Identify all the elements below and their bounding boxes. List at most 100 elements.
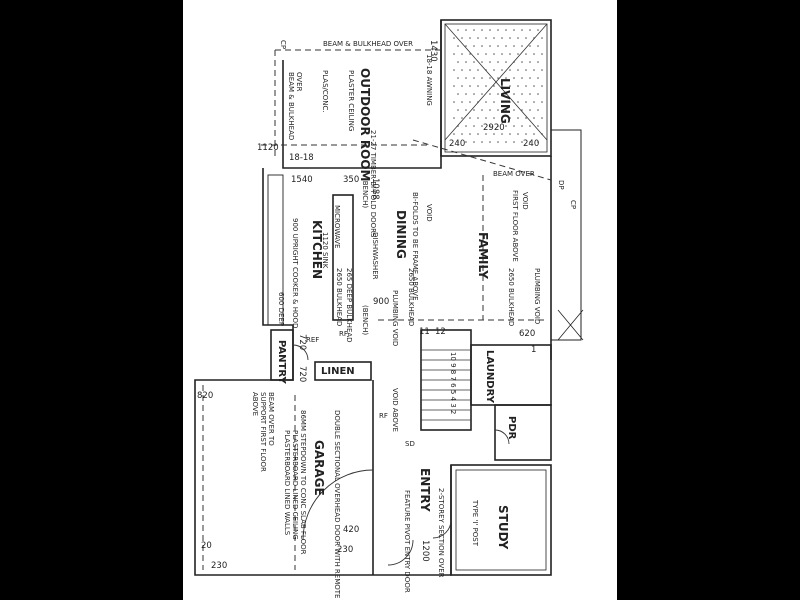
svg-text:VOID: VOID xyxy=(521,192,529,210)
hatch-dot xyxy=(541,37,543,39)
side-strip xyxy=(550,129,582,341)
svg-text:720: 720 xyxy=(297,334,307,350)
hatch-dot xyxy=(485,133,487,135)
svg-text:(BENCH): (BENCH) xyxy=(361,305,369,335)
hatch-dot xyxy=(489,125,491,127)
hatch-dot xyxy=(489,29,491,31)
outdoor-room-label: OUTDOOR ROOM xyxy=(358,68,372,182)
laundry-outline xyxy=(470,344,552,406)
hatch-dot xyxy=(537,109,539,111)
svg-text:12: 12 xyxy=(435,327,446,337)
svg-text:DISHWASHER: DISHWASHER xyxy=(371,232,379,280)
hatch-dot xyxy=(533,85,535,87)
hatch-dot xyxy=(497,125,499,127)
hatch-dot xyxy=(513,109,515,111)
hatch-dot xyxy=(501,101,503,103)
hatch-dot xyxy=(529,93,531,95)
hatch-dot xyxy=(529,141,531,143)
hatch-dot xyxy=(497,29,499,31)
hatch-dot xyxy=(533,133,535,135)
hatch-dot xyxy=(485,37,487,39)
hatch-dot xyxy=(497,77,499,79)
svg-text:BEAM OVER: BEAM OVER xyxy=(493,170,535,178)
svg-text:21-27 TIMBER BI-FOLD DOORS: 21-27 TIMBER BI-FOLD DOORS xyxy=(369,130,377,238)
hatch-dot xyxy=(485,101,487,103)
hatch-dot xyxy=(461,85,463,87)
hatch-dot xyxy=(517,133,519,135)
dining-label: DINING xyxy=(394,210,408,259)
hatch-dot xyxy=(525,85,527,87)
hatch-dot xyxy=(485,117,487,119)
hatch-dot xyxy=(513,29,515,31)
hatch-dot xyxy=(497,93,499,95)
hatch-dot xyxy=(513,141,515,143)
svg-text:RF: RF xyxy=(339,330,348,338)
hatch-dot xyxy=(489,61,491,63)
hatch-dot xyxy=(457,77,459,79)
hatch-dot xyxy=(509,85,511,87)
hatch-dot xyxy=(469,69,471,71)
pdr-outline xyxy=(494,404,552,461)
hatch-dot xyxy=(541,53,543,55)
svg-text:230: 230 xyxy=(337,545,353,555)
hatch-dot xyxy=(473,93,475,95)
svg-text:DP: DP xyxy=(557,180,565,190)
hatch-dot xyxy=(493,85,495,87)
hatch-dot xyxy=(465,93,467,95)
hatch-dot xyxy=(525,101,527,103)
hatch-dot xyxy=(497,61,499,63)
svg-text:18-18 AWNING: 18-18 AWNING xyxy=(425,54,433,106)
hatch-dot xyxy=(529,45,531,47)
hatch-dot xyxy=(521,125,523,127)
svg-text:SUPPORT FIRST FLOOR: SUPPORT FIRST FLOOR xyxy=(259,392,267,472)
svg-text:11: 11 xyxy=(419,327,430,337)
island-bench xyxy=(332,194,354,321)
svg-text:REF: REF xyxy=(306,336,319,344)
hatch-dot xyxy=(457,93,459,95)
study-inner xyxy=(455,469,547,571)
hatch-dot xyxy=(497,45,499,47)
svg-text:2650 BULKHEAD: 2650 BULKHEAD xyxy=(507,268,515,326)
hatch-dot xyxy=(517,69,519,71)
svg-text:600 DEEP: 600 DEEP xyxy=(277,292,285,326)
living-void-cross xyxy=(444,23,548,141)
svg-text:VOID: VOID xyxy=(425,204,433,222)
svg-text:MICROWAVE: MICROWAVE xyxy=(333,205,341,248)
hatch-dot xyxy=(537,77,539,79)
hatch-dot xyxy=(509,37,511,39)
hatch-dot xyxy=(465,45,467,47)
hatch-dot xyxy=(513,125,515,127)
hatch-dot xyxy=(537,125,539,127)
dimensions: 1430 2920 240 240 1120 18-18 1540 350 10… xyxy=(197,40,539,571)
hatch-dot xyxy=(501,37,503,39)
outdoor-room-walls xyxy=(282,20,442,169)
svg-text:720: 720 xyxy=(297,366,307,382)
svg-text:BI-FOLDS TO BE FRAME ABOVE: BI-FOLDS TO BE FRAME ABOVE xyxy=(411,192,419,301)
hatch-dot xyxy=(489,77,491,79)
hatch-dot xyxy=(465,125,467,127)
hatch-dot xyxy=(453,101,455,103)
hatch-dot xyxy=(501,117,503,119)
hatch-dot xyxy=(521,45,523,47)
hatch-dot xyxy=(477,85,479,87)
hatch-dot xyxy=(517,37,519,39)
hatch-dot xyxy=(513,77,515,79)
svg-text:2650 BULKHEAD: 2650 BULKHEAD xyxy=(407,268,415,326)
hatch-dot xyxy=(453,117,455,119)
hatch-dot xyxy=(493,117,495,119)
hatch-dot xyxy=(509,53,511,55)
walls xyxy=(194,19,584,576)
hatch-dot xyxy=(541,85,543,87)
hatch-dot xyxy=(493,69,495,71)
hatch-dot xyxy=(457,109,459,111)
hatch-dot xyxy=(505,61,507,63)
svg-text:BEAM & BULKHEAD: BEAM & BULKHEAD xyxy=(287,72,295,140)
hatch-dot xyxy=(533,101,535,103)
hatch-dot xyxy=(505,109,507,111)
pantry-outline xyxy=(270,329,294,381)
svg-text:RF: RF xyxy=(379,412,388,420)
hatch-dot xyxy=(481,141,483,143)
hatch-dot xyxy=(501,69,503,71)
linen-outline xyxy=(314,361,372,381)
hatch-dot xyxy=(521,61,523,63)
